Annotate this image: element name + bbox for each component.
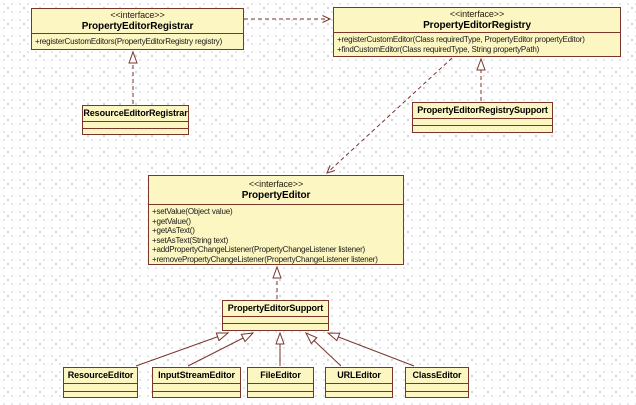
class-name: ClassEditor	[412, 370, 462, 380]
operations-compartment	[223, 323, 328, 331]
method-label: +getAsText()	[152, 226, 195, 236]
class-box-file-editor[interactable]: FileEditor	[247, 367, 314, 398]
method-label: +removePropertyChangeListener(PropertyCh…	[152, 254, 378, 264]
class-name: PropertyEditorRegistrySupport	[417, 105, 548, 115]
class-box-property-editor[interactable]: <<interface>> PropertyEditor +setValue(O…	[148, 175, 404, 265]
attributes-compartment	[223, 316, 328, 323]
class-box-class-editor[interactable]: ClassEditor	[405, 367, 469, 398]
class-box-property-editor-registrar[interactable]: <<interface>> PropertyEditorRegistrar +r…	[31, 8, 244, 50]
class-name: PropertyEditorRegistrar	[81, 21, 194, 32]
class-name: PropertyEditorSupport	[227, 303, 324, 313]
class-name: InputStreamEditor	[158, 370, 235, 380]
operations-compartment	[248, 391, 313, 398]
class-box-input-stream-editor[interactable]: InputStreamEditor	[152, 367, 241, 398]
class-name: PropertyEditor	[241, 190, 311, 201]
method-label: +setValue(Object value)	[152, 207, 233, 216]
class-box-property-editor-registry-support[interactable]: PropertyEditorRegistrySupport	[412, 102, 553, 133]
stereotype-label: <<interface>>	[248, 179, 304, 189]
methods-compartment: +registerCustomEditor(Class requiredType…	[334, 32, 620, 56]
operations-compartment	[406, 391, 468, 398]
attributes-compartment	[326, 383, 392, 391]
class-name: URLEditor	[337, 370, 381, 380]
attributes-compartment	[64, 383, 137, 391]
method-label: +registerCustomEditor(Class requiredType…	[337, 35, 585, 44]
attributes-compartment	[248, 383, 313, 391]
operations-compartment	[64, 391, 137, 398]
method-label: +addPropertyChangeListener(PropertyChang…	[152, 245, 365, 255]
class-box-url-editor[interactable]: URLEditor	[325, 367, 393, 398]
method-label: +getValue()	[152, 216, 191, 226]
class-name: PropertyEditorRegistry	[423, 20, 531, 31]
attributes-compartment	[406, 383, 468, 391]
generalization-edge-urleditor[interactable]	[304, 331, 342, 367]
methods-compartment: +registerCustomEditors(PropertyEditorReg…	[32, 33, 243, 49]
generalization-edge-resourceeditor[interactable]	[135, 332, 230, 367]
method-label: +registerCustomEditors(PropertyEditorReg…	[35, 37, 223, 46]
method-label: +setAsText(String text)	[152, 235, 229, 245]
operations-compartment	[83, 128, 188, 135]
class-box-resource-editor[interactable]: ResourceEditor	[63, 367, 138, 398]
operations-compartment	[153, 391, 240, 398]
dependency-edge-registry-to-propertyeditor[interactable]	[326, 57, 453, 174]
attributes-compartment	[83, 121, 188, 128]
class-name: ResourceEditorRegistrar	[83, 108, 188, 118]
methods-compartment: +setValue(Object value)+getValue()+getAs…	[149, 204, 403, 264]
operations-compartment	[413, 125, 552, 133]
class-box-resource-editor-registrar[interactable]: ResourceEditorRegistrar	[82, 105, 189, 135]
generalization-edge-classeditor[interactable]	[326, 332, 415, 367]
operations-compartment	[326, 391, 392, 398]
attributes-compartment	[153, 383, 240, 391]
stereotype-label: <<interface>>	[110, 10, 165, 20]
generalization-edge-inputstreameditor[interactable]	[187, 332, 255, 367]
class-box-property-editor-support[interactable]: PropertyEditorSupport	[222, 300, 329, 331]
class-name: ResourceEditor	[67, 370, 134, 380]
attributes-compartment	[413, 118, 552, 125]
class-box-property-editor-registry[interactable]: <<interface>> PropertyEditorRegistry +re…	[333, 7, 621, 57]
stereotype-label: <<interface>>	[449, 9, 505, 19]
class-name: FileEditor	[260, 370, 301, 380]
method-label: +findCustomEditor(Class requiredType, St…	[337, 44, 540, 54]
